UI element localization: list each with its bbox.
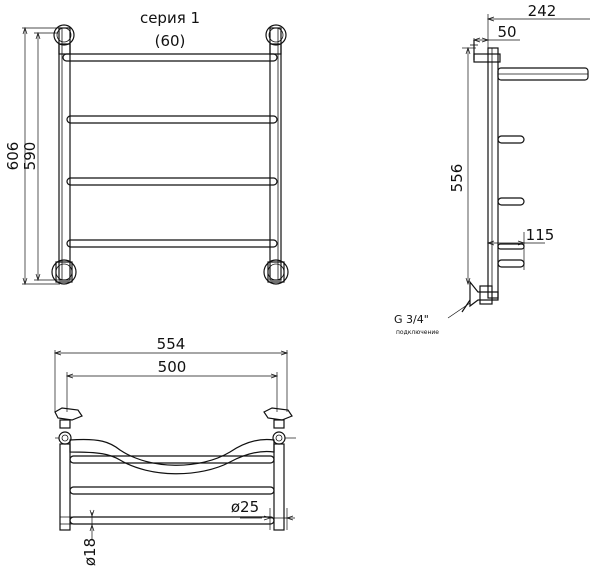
side-bar-1 (497, 135, 525, 144)
dim-pipe-25 (240, 508, 295, 530)
top-right-pipe (273, 443, 285, 531)
side-bar-2 (497, 197, 525, 206)
offset-50-label: 50 (497, 23, 516, 41)
connection-label: подключение (396, 329, 439, 336)
thread-label: G 3/4" (394, 313, 429, 326)
bar-d18-label: ø18 (81, 538, 99, 566)
dim-offset-50 (472, 37, 520, 50)
height-590-label: 590 (21, 142, 39, 171)
series-label: серия 1 (140, 9, 200, 27)
curved-top-bar (69, 438, 275, 475)
bottom-right-fitting (263, 259, 289, 285)
front-view: 606 590 серия 1 (60) (4, 9, 289, 286)
side-valve (461, 280, 499, 313)
bottom-left-fitting (51, 259, 77, 285)
side-bar-3 (497, 259, 525, 268)
top-view: 554 500 (53, 335, 296, 566)
top-left-fitting (53, 24, 75, 55)
side-pipe (487, 47, 499, 299)
side-view: 242 50 556 115 G 3/4" подключение (394, 2, 590, 336)
width-500-label: 500 (158, 358, 187, 376)
dim-height-606 (22, 26, 60, 286)
left-pipe (58, 27, 71, 281)
dim-bar-115 (486, 232, 545, 270)
depth-242-label: 242 (528, 2, 557, 20)
top-right-bracket (263, 407, 293, 445)
height-606-label: 606 (4, 142, 22, 171)
dim-height-556 (462, 46, 476, 286)
top-left-bracket (54, 407, 83, 445)
height-556-label: 556 (448, 164, 466, 193)
model-label: (60) (155, 32, 186, 50)
dim-width-554 (53, 350, 289, 412)
dim-width-500 (65, 372, 279, 412)
top-right-fitting (265, 24, 287, 55)
width-554-label: 554 (157, 335, 186, 353)
pipe-d25-label: ø25 (231, 498, 259, 516)
dim-height-590 (34, 31, 58, 282)
top-bar-2 (69, 486, 275, 495)
dim-bar-18 (60, 509, 96, 540)
bar-115-label: 115 (526, 226, 555, 244)
front-bars (62, 53, 278, 248)
dim-depth-242 (486, 14, 590, 50)
right-pipe (269, 27, 282, 281)
top-bar-3 (69, 516, 275, 525)
top-bar-1 (69, 455, 275, 464)
top-left-pipe (59, 443, 71, 531)
